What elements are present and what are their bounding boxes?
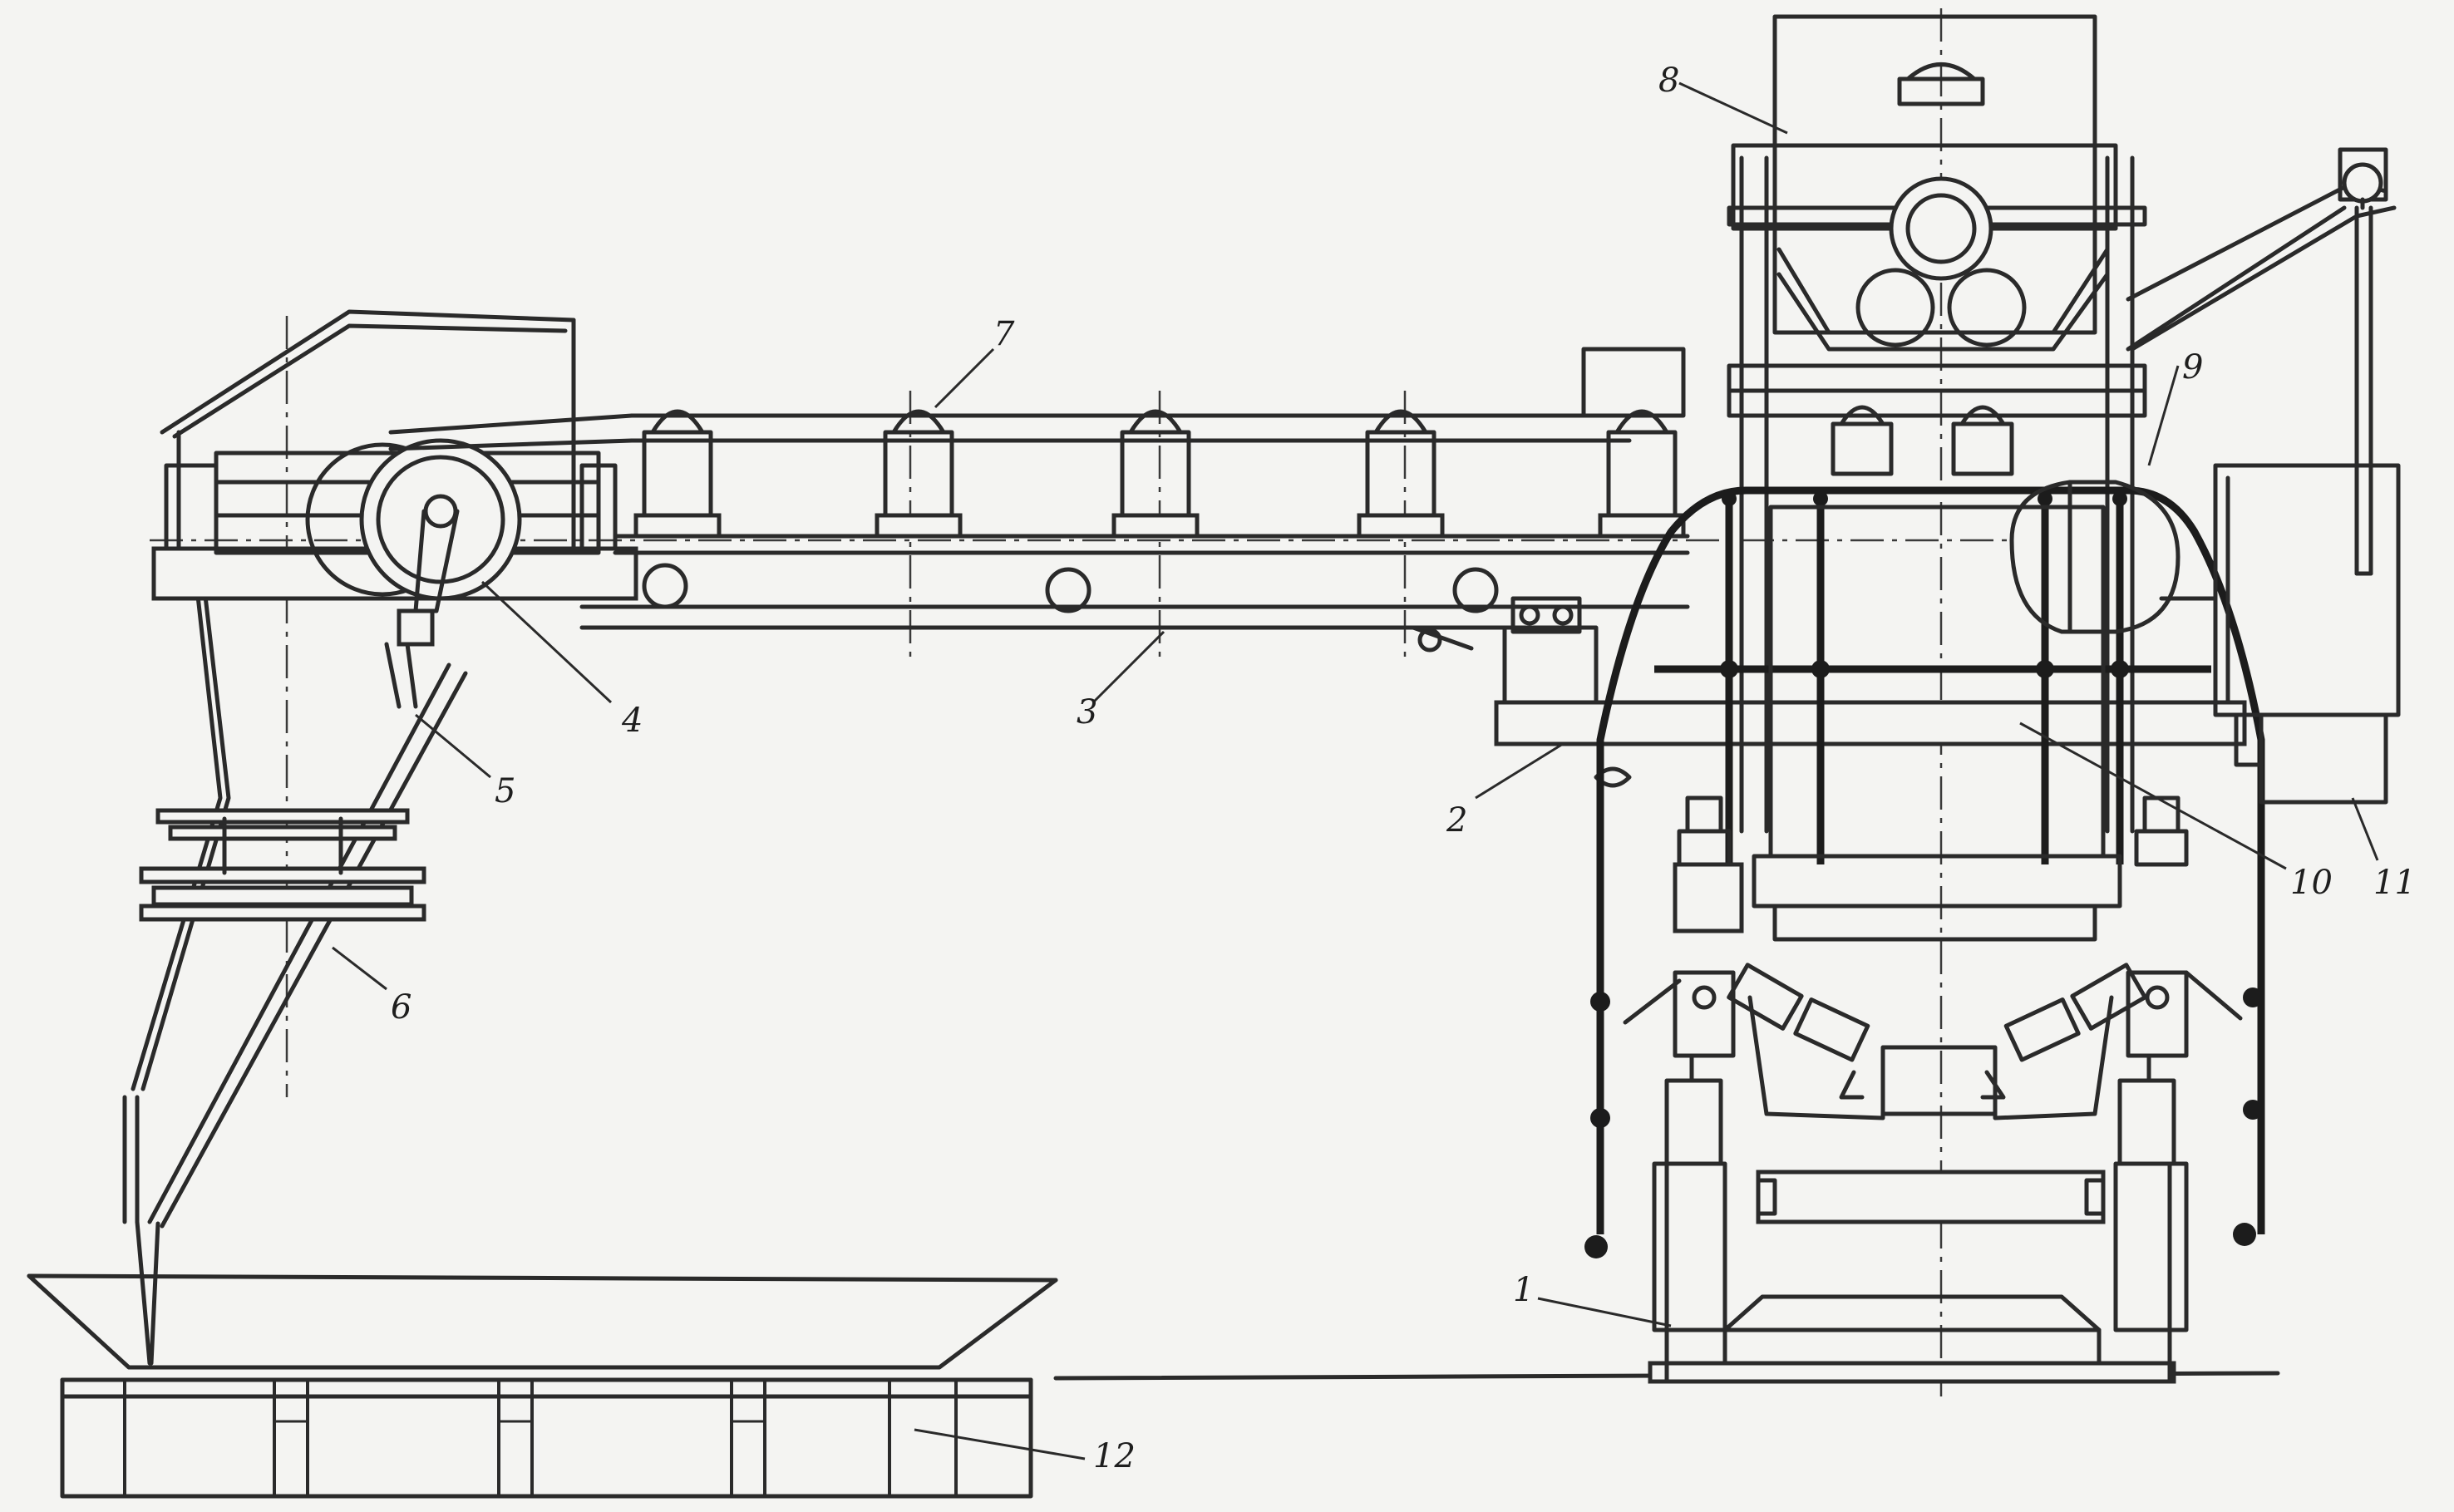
idler-station [633,409,722,539]
top-drive-gantry [1727,14,2147,834]
receiving-bunker [27,1273,1058,1499]
callout-9: 9 [2182,348,2203,387]
callout-labels: 1 2 3 4 5 6 7 8 9 10 11 12 [391,62,2416,1475]
callout-4: 4 [621,702,643,740]
idler-station [1357,409,1445,539]
conveyor-boom [388,413,1690,653]
callout-6: 6 [391,988,411,1027]
idler-station [1598,409,1686,539]
callout-5: 5 [495,772,515,810]
idler-stations [633,405,2014,539]
callout-2: 2 [1446,801,1467,840]
counterweight-boom [2126,147,2397,576]
callout-3: 3 [1077,693,1097,731]
discharge-chute [122,571,468,1366]
head-drive-frame [151,309,638,709]
idler-station [1111,409,1200,539]
callout-1: 1 [1513,1271,1534,1309]
callout-12: 12 [1093,1437,1136,1475]
idler-station [1951,405,2014,476]
callout-8: 8 [1658,62,1679,100]
undercarriage [1623,795,2243,1384]
callout-7: 7 [993,315,1015,353]
flanged-section [139,808,426,922]
callout-11: 11 [2373,864,2416,902]
electrical-cabin [2159,463,2401,805]
leader-lines [332,81,2379,1460]
idler-station [1831,405,1894,476]
idler-station [875,409,963,539]
callout-10: 10 [2290,864,2333,902]
